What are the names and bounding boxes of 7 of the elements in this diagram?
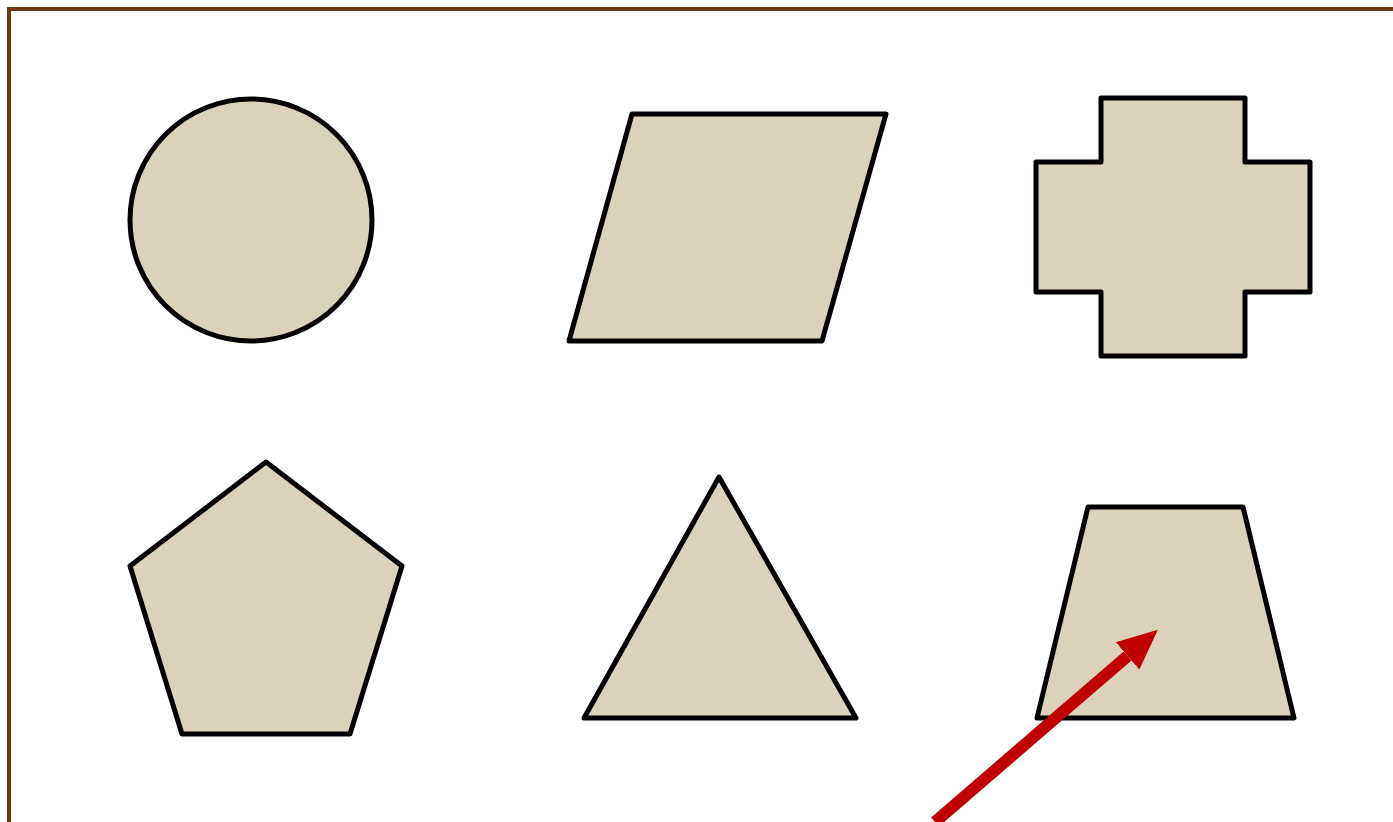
triangle — [581, 474, 859, 721]
pentagon — [127, 459, 405, 737]
circle — [127, 96, 375, 344]
cross-shape — [1033, 95, 1313, 359]
trapezoid — [1034, 504, 1297, 721]
parallelogram — [566, 111, 889, 344]
arrow — [931, 629, 1158, 822]
